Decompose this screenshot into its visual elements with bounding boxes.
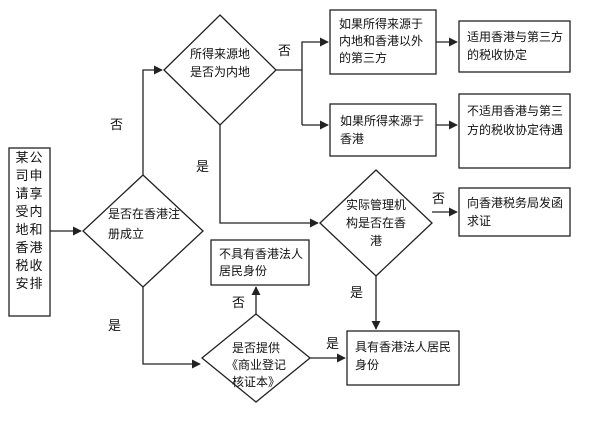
certificate-decision-label: 是否提供《商业登记核证本》 [225, 341, 286, 389]
hk-income-label: 如果所得来源于香港 [340, 114, 425, 146]
no-resident-status-box [210, 239, 310, 286]
request-hk-ird-box [458, 187, 571, 237]
apply-treaty-box [458, 20, 571, 73]
applicant-label: 某公司申请享受内地和香港税收安排 [15, 151, 44, 292]
no-resident-status-label: 不具有香港法人居民身份 [219, 247, 304, 278]
not-apply-treaty-box [458, 93, 571, 169]
edge-label-income-source-no: 否 [278, 44, 292, 59]
not-apply-treaty-label: 不适用香港与第三方的税收协定待遇 [467, 104, 564, 137]
third-party-income-box [329, 9, 437, 75]
income-source-decision-label: 所得来源地是否为内地 [190, 47, 251, 79]
edge-registered-yes-to-certificate [142, 287, 201, 369]
has-resident-status-box [346, 330, 460, 386]
edge-income-no-to-third-party [276, 37, 329, 71]
applicant-box [8, 147, 51, 317]
has-resident-status-label: 具有香港法人居民身份 [355, 340, 452, 372]
edge-label-income-source-yes: 是 [196, 160, 210, 175]
edge-label-registered-yes: 是 [108, 319, 122, 334]
certificate-decision-diamond [200, 313, 312, 403]
edge-label-certificate-no: 否 [232, 296, 246, 311]
edge-registered-no-to-income-source [142, 65, 163, 175]
edge-label-certificate-yes: 是 [326, 337, 340, 352]
edge-label-management-yes: 是 [350, 286, 364, 301]
hk-income-box [329, 103, 437, 157]
registered-decision-label: 是否在香港注册成立 [108, 207, 181, 241]
request-hk-ird-label: 向香港税务局发函求证 [467, 196, 564, 228]
apply-treaty-label: 适用香港与第三方的税收协定 [467, 30, 564, 62]
edge-label-management-no: 否 [432, 192, 446, 207]
edge-label-registered-no: 否 [110, 118, 124, 133]
edge-income-yes-to-management [219, 125, 319, 228]
third-party-income-label: 如果所得来源于内地和香港以外的第三方 [339, 17, 424, 65]
management-decision-label: 实际管理机构是否在香港 [345, 198, 406, 248]
